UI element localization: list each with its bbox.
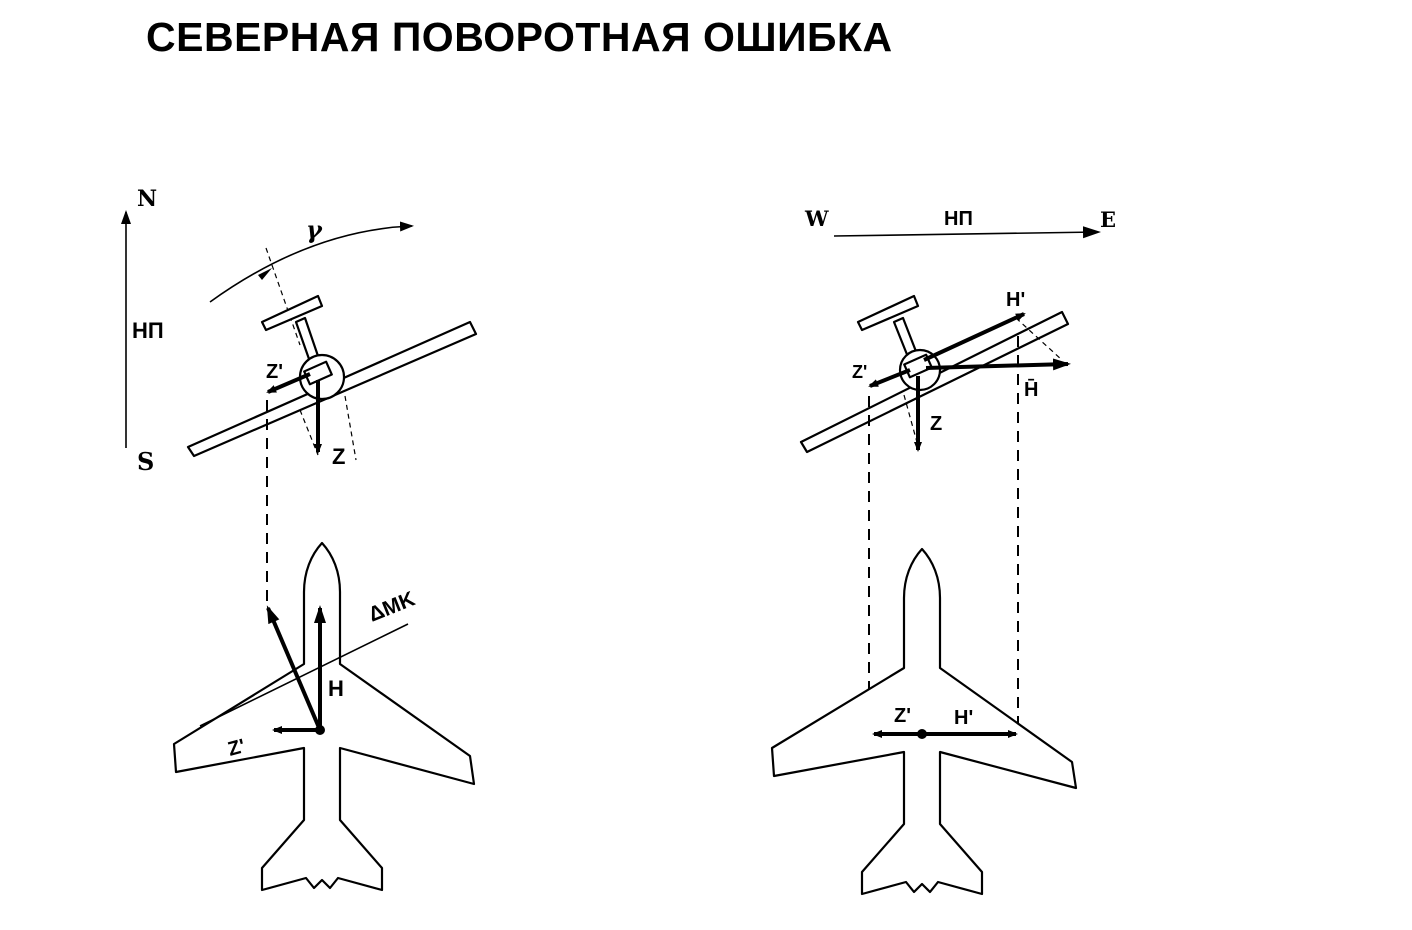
top-aircraft-right: Z' H' — [770, 547, 1078, 896]
heading-label-right: НП — [944, 208, 973, 230]
north-south-axis: N S НП — [121, 186, 164, 476]
h-bar-vector-upper-right — [925, 358, 1071, 371]
z-label-upper-right: Z — [930, 413, 942, 435]
top-airframe-right — [770, 547, 1078, 896]
h-prime-label-upper-right: H' — [1006, 289, 1025, 311]
banked-fin-stem-left — [294, 316, 320, 361]
banked-aircraft-left: Z' Z — [186, 294, 478, 469]
west-label: W — [804, 206, 829, 231]
z-label-upper-left: Z — [332, 444, 345, 469]
gamma-arc — [209, 221, 414, 303]
bank-angle-arc: γ — [209, 215, 414, 346]
compass-box-left — [303, 360, 333, 386]
east-arrow — [833, 226, 1101, 239]
right-panel: W E НП H' H̄ Z' — [770, 206, 1116, 896]
z-prime-label-upper-right: Z' — [852, 362, 867, 382]
banked-tailplane-right — [856, 294, 920, 332]
gamma-arc-tick — [258, 268, 272, 280]
h-bar-label-upper-right: H̄ — [1024, 379, 1038, 401]
resultant-vector-lower-left — [266, 605, 322, 731]
z-prime-label-upper-left: Z' — [266, 361, 283, 383]
left-panel: N S НП γ Z' — [121, 186, 478, 892]
z-prime-vector-upper-left — [266, 372, 311, 394]
delta-mk-label: ΔMK — [365, 587, 418, 626]
top-airframe-left — [172, 541, 476, 892]
h-prime-vector-upper-right — [923, 312, 1026, 362]
gamma-label: γ — [306, 215, 323, 244]
z-prime-vector-upper-right — [868, 368, 911, 388]
h-prime-label-lower-right: H' — [954, 707, 973, 729]
banked-dash-right — [1015, 317, 1063, 361]
banked-dash-left-2 — [344, 395, 357, 461]
banked-tailplane-left — [260, 294, 324, 332]
z-prime-label-lower-left: Z' — [226, 735, 248, 761]
vector-origin-right — [917, 729, 927, 739]
z-prime-label-lower-right: Z' — [894, 705, 911, 727]
banked-aircraft-right: H' H̄ Z' Z — [799, 289, 1071, 454]
north-label: N — [137, 186, 157, 212]
south-label: S — [137, 447, 154, 476]
heading-label-left: НП — [132, 318, 164, 343]
delta-mk-line — [199, 623, 409, 727]
vector-origin-left — [315, 725, 325, 735]
gamma-reference-line — [265, 247, 301, 346]
east-label: E — [1100, 207, 1116, 232]
page-title: СЕВЕРНАЯ ПОВОРОТНАЯ ОШИБКА — [146, 14, 893, 60]
h-label-lower-left: H — [328, 676, 344, 701]
west-east-axis: W E НП — [804, 206, 1116, 239]
top-aircraft-left: ΔMK H Z' — [172, 541, 476, 892]
banked-dash-left — [299, 409, 319, 456]
